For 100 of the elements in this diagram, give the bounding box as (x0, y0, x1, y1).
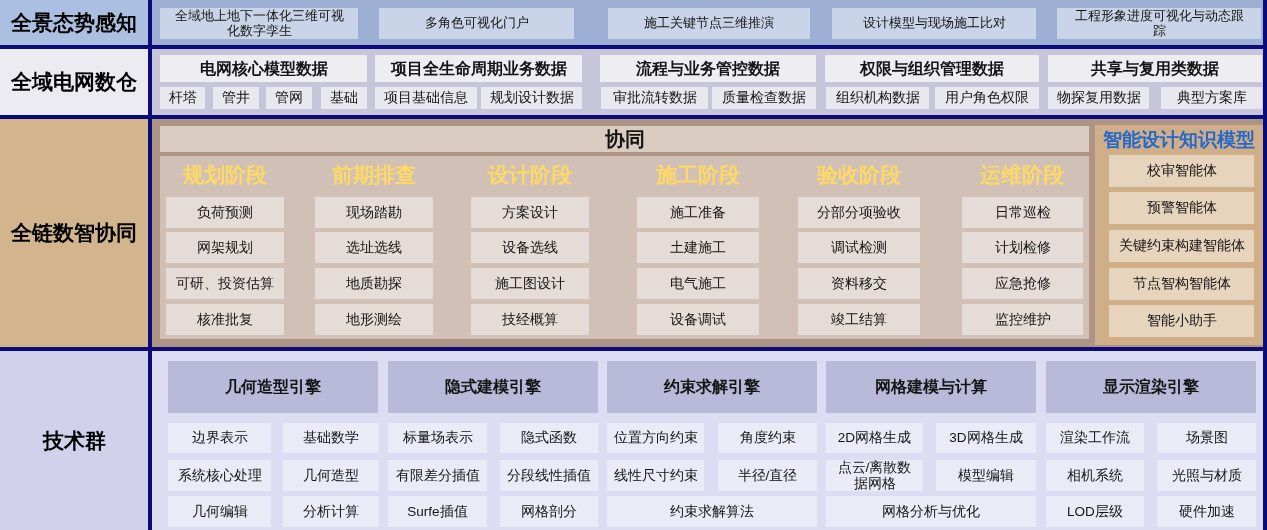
tech-item-box: 几何造型 (283, 460, 379, 491)
engine-header: 网格建模与计算 (826, 361, 1036, 413)
title-bar: 协同 (160, 126, 1089, 152)
agent-box: 校审智能体 (1109, 155, 1254, 187)
task-box: 竣工结算 (798, 304, 920, 335)
task-box: 土建施工 (637, 232, 759, 263)
function-box: 多角色可视化门户 (379, 8, 574, 39)
tech-item-box: 相机系统 (1046, 460, 1144, 491)
agent-box: 节点智构智能体 (1109, 268, 1254, 300)
data-item-box: 杆塔 (160, 87, 205, 109)
task-box: 可研、投资估算 (166, 268, 284, 299)
data-item-box: 管井 (213, 87, 259, 109)
tech-item-box: 几何编辑 (168, 496, 271, 527)
knowledge-panel (1095, 125, 1263, 345)
tech-item-box: 系统核心处理 (168, 460, 271, 491)
tech-item-box: 网格剖分 (500, 496, 598, 527)
engine-header: 隐式建模引擎 (388, 361, 598, 413)
category-header: 权限与组织管理数据 (825, 55, 1039, 82)
data-item-box: 典型方案库 (1161, 87, 1262, 109)
layer-label: 全链数智协同 (0, 119, 152, 347)
layer-label: 技术群 (0, 351, 152, 530)
task-box: 方案设计 (471, 197, 589, 228)
tech-item-box: 2D网格生成 (826, 423, 923, 453)
tech-item-box: 硬件加速 (1157, 496, 1256, 527)
data-item-box: 基础 (321, 87, 367, 109)
stage-heading: 规划阶段 (183, 162, 267, 188)
layer-label: 全景态势感知 (0, 0, 152, 45)
data-item-box: 项目基础信息 (375, 87, 477, 109)
layer-panel (0, 0, 1267, 49)
data-item-box: 审批流转数据 (601, 87, 708, 109)
tech-item-box: 场景图 (1157, 423, 1256, 453)
task-box: 日常巡检 (962, 197, 1083, 228)
task-box: 资料移交 (798, 268, 920, 299)
stage-panel (160, 156, 1089, 339)
tech-item-box: 3D网格生成 (936, 423, 1036, 453)
data-item-box: 质量检查数据 (712, 87, 816, 109)
stage-heading: 前期排查 (332, 162, 416, 188)
function-box: 设计模型与现场施工比对 (832, 8, 1036, 39)
stage-heading: 验收阶段 (817, 162, 901, 188)
stage-heading: 运维阶段 (980, 162, 1064, 188)
stage-heading: 设计阶段 (488, 162, 572, 188)
tech-item-box: 边界表示 (168, 423, 271, 453)
task-box: 设备调试 (637, 304, 759, 335)
function-box: 全域地上地下一体化三维可视化数字孪生 (160, 8, 358, 39)
category-header: 电网核心模型数据 (160, 55, 367, 82)
stage-heading: 施工阶段 (656, 162, 740, 188)
tech-item-box: 隐式函数 (500, 423, 598, 453)
tech-item-box: 有限差分插值 (388, 460, 487, 491)
task-box: 计划检修 (962, 232, 1083, 263)
task-box: 地形测绘 (315, 304, 433, 335)
layer-panel (0, 49, 1267, 119)
data-item-box: 物探复用数据 (1048, 87, 1149, 109)
task-box: 地质勘探 (315, 268, 433, 299)
task-box: 分部分项验收 (798, 197, 920, 228)
tech-item-box: 网格分析与优化 (826, 496, 1036, 527)
tech-item-box: 渲染工作流 (1046, 423, 1144, 453)
tech-item-box: LOD层级 (1046, 496, 1144, 527)
tech-item-box: 分段线性插值 (500, 460, 598, 491)
layer-panel (0, 351, 1267, 530)
agent-box: 预警智能体 (1109, 192, 1254, 224)
layer-panel (0, 119, 1267, 351)
task-box: 现场踏勘 (315, 197, 433, 228)
function-box: 施工关键节点三维推演 (608, 8, 810, 39)
task-box: 选址选线 (315, 232, 433, 263)
tech-item-box: Surfe插值 (388, 496, 487, 527)
data-item-box: 规划设计数据 (481, 87, 582, 109)
engine-header: 显示渲染引擎 (1046, 361, 1256, 413)
tech-item-box: 位置方向约束 (607, 423, 704, 453)
tech-item-box: 约束求解算法 (607, 496, 817, 527)
task-box: 监控维护 (962, 304, 1083, 335)
engine-header: 约束求解引擎 (607, 361, 817, 413)
engine-header: 几何造型引擎 (168, 361, 378, 413)
agent-box: 关键约束构建智能体 (1109, 230, 1254, 262)
task-box: 核准批复 (166, 304, 284, 335)
task-box: 施工准备 (637, 197, 759, 228)
tech-item-box: 分析计算 (283, 496, 379, 527)
task-box: 调试检测 (798, 232, 920, 263)
function-box: 工程形象进度可视化与动态跟踪 (1057, 8, 1261, 39)
tech-item-box: 基础数学 (283, 423, 379, 453)
tech-item-box: 半径/直径 (718, 460, 817, 491)
agent-box: 智能小助手 (1109, 305, 1254, 337)
task-box: 施工图设计 (471, 268, 589, 299)
task-box: 电气施工 (637, 268, 759, 299)
data-item-box: 管网 (266, 87, 312, 109)
task-box: 设备选线 (471, 232, 589, 263)
tech-item-box: 角度约束 (718, 423, 817, 453)
data-item-box: 用户角色权限 (935, 87, 1039, 109)
tech-item-box: 标量场表示 (388, 423, 487, 453)
tech-item-box: 光照与材质 (1157, 460, 1256, 491)
task-box: 负荷预测 (166, 197, 284, 228)
data-item-box: 组织机构数据 (826, 87, 929, 109)
layer-label: 全域电网数仓 (0, 49, 152, 115)
task-box: 网架规划 (166, 232, 284, 263)
task-box: 技经概算 (471, 304, 589, 335)
task-box: 应急抢修 (962, 268, 1083, 299)
tech-item-box: 点云/离散数据网格 (826, 460, 923, 491)
panel-title: 智能设计知识模型 (1103, 128, 1255, 152)
category-header: 流程与业务管控数据 (600, 55, 816, 82)
tech-item-box: 模型编辑 (936, 460, 1036, 491)
category-header: 项目全生命周期业务数据 (375, 55, 582, 82)
